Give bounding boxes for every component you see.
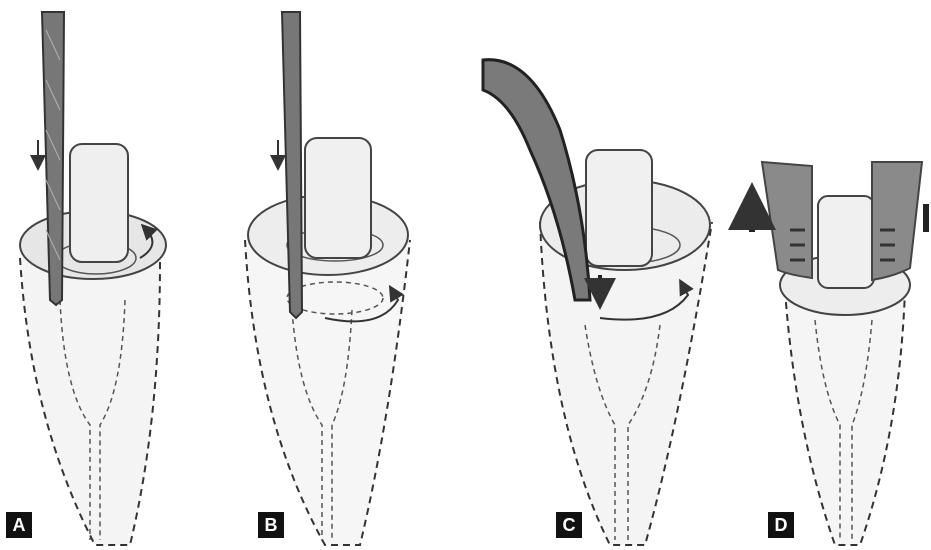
root-outline [785, 290, 905, 545]
instrument-curved [483, 60, 590, 300]
post-core [305, 138, 371, 258]
panel-b [245, 12, 410, 545]
panel-d [752, 162, 926, 545]
sleeve-right [872, 162, 922, 280]
root-outline [245, 240, 410, 545]
post-core [70, 144, 128, 262]
panel-label-c: C [556, 512, 582, 538]
panel-label-a: A [6, 512, 32, 538]
panel-label-d: D [768, 512, 794, 538]
panel-c [483, 60, 712, 545]
post-core [818, 196, 874, 288]
panel-label-b: B [258, 512, 284, 538]
post-core [586, 150, 652, 266]
panel-a [20, 12, 166, 545]
